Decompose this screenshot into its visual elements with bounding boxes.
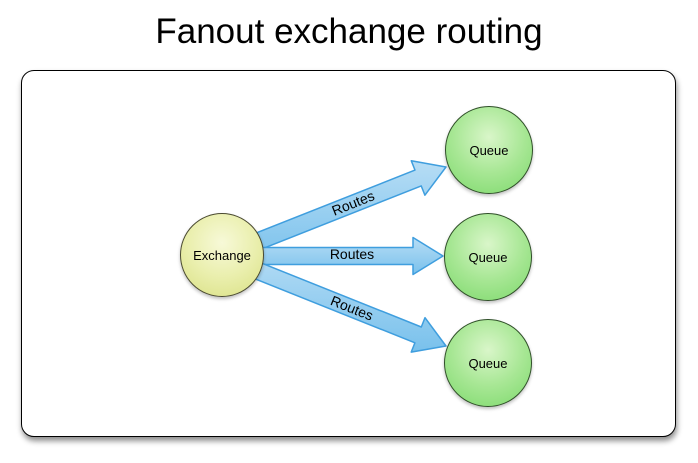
- node-exchange: Exchange: [180, 213, 264, 297]
- edge-label-routes-middle: Routes: [329, 246, 375, 262]
- node-queue-bottom-label: Queue: [468, 355, 508, 371]
- node-exchange-label: Exchange: [193, 247, 251, 263]
- node-queue-middle: Queue: [444, 213, 532, 301]
- diagram-title: Fanout exchange routing: [155, 12, 543, 51]
- node-queue-top: Queue: [445, 106, 533, 194]
- node-queue-middle-label: Queue: [468, 249, 508, 265]
- node-queue-top-label: Queue: [469, 142, 509, 158]
- node-queue-bottom: Queue: [444, 319, 532, 407]
